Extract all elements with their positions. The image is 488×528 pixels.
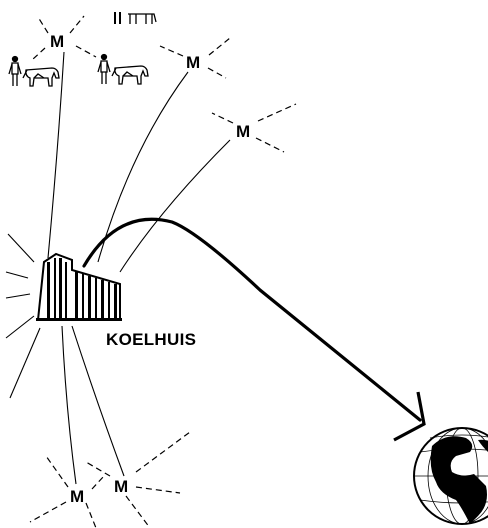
collection-line — [97, 71, 189, 263]
cold-store-building-icon — [36, 252, 122, 321]
cow-icon — [128, 13, 157, 24]
farmer-cow-group-top — [114, 12, 157, 24]
globe-icon — [413, 427, 488, 525]
farmer-icon — [114, 12, 121, 24]
node-letter: M — [70, 487, 84, 506]
collection-line — [71, 325, 125, 477]
milk-node-4: M — [85, 431, 191, 528]
milk-node-3: M — [211, 103, 297, 153]
collection-line — [61, 325, 77, 485]
milk-node-1: M — [31, 15, 97, 61]
cow-icon — [22, 67, 60, 87]
collection-line — [47, 51, 65, 259]
node-letter: M — [186, 53, 200, 72]
farmer-icon — [8, 55, 22, 86]
node-letter: M — [114, 477, 128, 496]
collection-line — [119, 139, 231, 273]
farmer-cow-group-left — [8, 55, 60, 87]
collection-lines — [47, 51, 231, 485]
farmer-icon — [97, 53, 111, 84]
cold-store-label: KOELHUIS — [106, 330, 196, 349]
radiating-lines — [5, 233, 41, 399]
node-letter: M — [236, 122, 250, 141]
milk-node-5: M — [29, 455, 105, 528]
export-arrow — [82, 217, 426, 442]
farmer-cow-group-middle — [97, 53, 149, 85]
milk-node-2: M — [159, 37, 231, 79]
cow-icon — [111, 65, 149, 85]
node-letter: M — [50, 32, 64, 51]
